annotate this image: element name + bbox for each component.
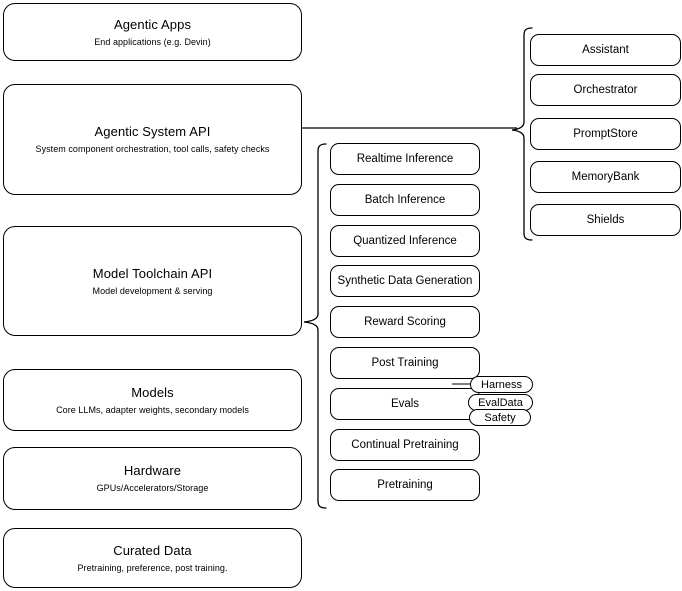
layer-subtitle: Model development & serving: [92, 285, 213, 296]
toolchain-item-label: Realtime Inference: [356, 153, 454, 165]
toolchain-item-pretraining[interactable]: Pretraining: [330, 469, 480, 501]
layer-subtitle: End applications (e.g. Devin): [94, 36, 211, 47]
toolchain-item-label: Evals: [390, 398, 420, 410]
layer-hardware[interactable]: Hardware GPUs/Accelerators/Storage: [3, 447, 302, 510]
toolchain-item-reward-scoring[interactable]: Reward Scoring: [330, 306, 480, 338]
toolchain-item-label: Continual Pretraining: [351, 439, 459, 451]
system-component-orchestrator[interactable]: Orchestrator: [530, 74, 681, 106]
toolchain-item-label: Quantized Inference: [353, 235, 457, 247]
toolchain-item-continual-pretraining[interactable]: Continual Pretraining: [330, 429, 480, 461]
toolchain-item-synthetic-data-generation[interactable]: Synthetic Data Generation: [330, 265, 480, 297]
components-brace-path: [511, 27, 533, 241]
toolchain-item-post-training[interactable]: Post Training: [330, 347, 480, 379]
eval-badge-label: Harness: [481, 378, 522, 391]
eval-badge-harness[interactable]: Harness: [470, 376, 533, 393]
layer-title: Hardware: [123, 463, 182, 478]
layer-title: Curated Data: [113, 542, 192, 558]
layer-title: Models: [131, 384, 174, 400]
system-component-label: Orchestrator: [573, 84, 638, 96]
layer-curated-data[interactable]: Curated Data Pretraining, preference, po…: [3, 528, 302, 588]
eval-badge-evaldata[interactable]: EvalData: [468, 394, 533, 411]
layer-subtitle: Pretraining, preference, post training.: [77, 562, 228, 573]
toolchain-item-evals[interactable]: Evals: [330, 388, 480, 420]
layer-subtitle: GPUs/Accelerators/Storage: [96, 483, 209, 493]
system-component-label: PromptStore: [573, 128, 638, 140]
layer-title: Agentic Apps: [113, 16, 192, 32]
layer-subtitle: Core LLMs, adapter weights, secondary mo…: [56, 404, 249, 415]
eval-badge-safety[interactable]: Safety: [469, 409, 531, 426]
layer-model-toolchain-api[interactable]: Model Toolchain API Model development & …: [3, 226, 302, 336]
toolchain-item-label: Batch Inference: [364, 194, 446, 206]
toolchain-item-label: Pretraining: [377, 479, 433, 491]
layer-title: Model Toolchain API: [92, 265, 213, 281]
system-component-label: Shields: [586, 214, 625, 226]
toolchain-brace-path: [303, 143, 327, 509]
system-component-assistant[interactable]: Assistant: [530, 34, 681, 66]
toolchain-item-label: Post Training: [371, 357, 439, 369]
eval-badge-label: Safety: [484, 411, 516, 424]
system-component-promptstore[interactable]: PromptStore: [530, 118, 681, 150]
layer-models[interactable]: Models Core LLMs, adapter weights, secon…: [3, 369, 302, 431]
layer-agentic-system-api[interactable]: Agentic System API System component orch…: [3, 84, 302, 195]
layer-subtitle: System component orchestration, tool cal…: [35, 144, 270, 154]
system-component-label: Assistant: [582, 44, 629, 56]
toolchain-item-batch-inference[interactable]: Batch Inference: [330, 184, 480, 216]
layer-title: Agentic System API: [94, 124, 211, 139]
toolchain-item-label: Synthetic Data Generation: [337, 275, 473, 287]
layer-agentic-apps[interactable]: Agentic Apps End applications (e.g. Devi…: [3, 3, 302, 61]
system-component-shields[interactable]: Shields: [530, 204, 681, 236]
eval-badge-label: EvalData: [478, 396, 523, 409]
system-component-memorybank[interactable]: MemoryBank: [530, 161, 681, 193]
toolchain-item-quantized-inference[interactable]: Quantized Inference: [330, 225, 480, 257]
toolchain-item-realtime-inference[interactable]: Realtime Inference: [330, 143, 480, 175]
toolchain-item-label: Reward Scoring: [364, 316, 446, 328]
system-component-label: MemoryBank: [571, 171, 640, 183]
